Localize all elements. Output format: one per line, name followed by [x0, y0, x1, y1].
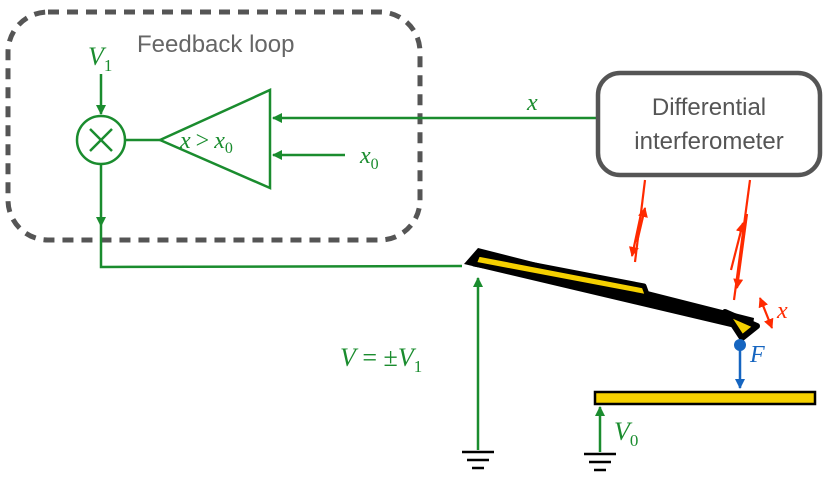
laser-beam-left — [628, 179, 648, 263]
feedback-loop-label: Feedback loop — [137, 31, 294, 58]
threshold-x0-label: x0 — [359, 143, 379, 173]
v0-label: V0 — [614, 417, 638, 450]
cantilever — [464, 248, 760, 341]
force-f-label: F — [749, 342, 765, 368]
interferometer-label-line2: interferometer — [634, 128, 783, 155]
comparator-triangle-icon — [156, 88, 272, 190]
signal-x-label: x — [526, 90, 538, 116]
displacement-x-label: x — [776, 298, 788, 324]
feedback-wire-to-cantilever — [99, 226, 463, 269]
interferometer-box — [595, 70, 823, 178]
feedback-loop-box — [5, 9, 423, 243]
interferometer-label-line1: Differential — [652, 94, 766, 121]
comparator-label: x>x0 — [179, 128, 233, 157]
displacement-arrow — [758, 297, 774, 329]
ground-icon — [584, 452, 616, 472]
force-origin-dot — [734, 339, 746, 351]
laser-beam-right — [729, 179, 752, 301]
v1-label: V1 — [88, 42, 112, 75]
ground-icon — [462, 450, 494, 470]
electrode-plate — [593, 390, 817, 406]
cantilever-tip — [722, 309, 760, 341]
multiply-circle-icon — [75, 114, 127, 166]
voltage-label: V = ±V1 — [340, 343, 422, 376]
